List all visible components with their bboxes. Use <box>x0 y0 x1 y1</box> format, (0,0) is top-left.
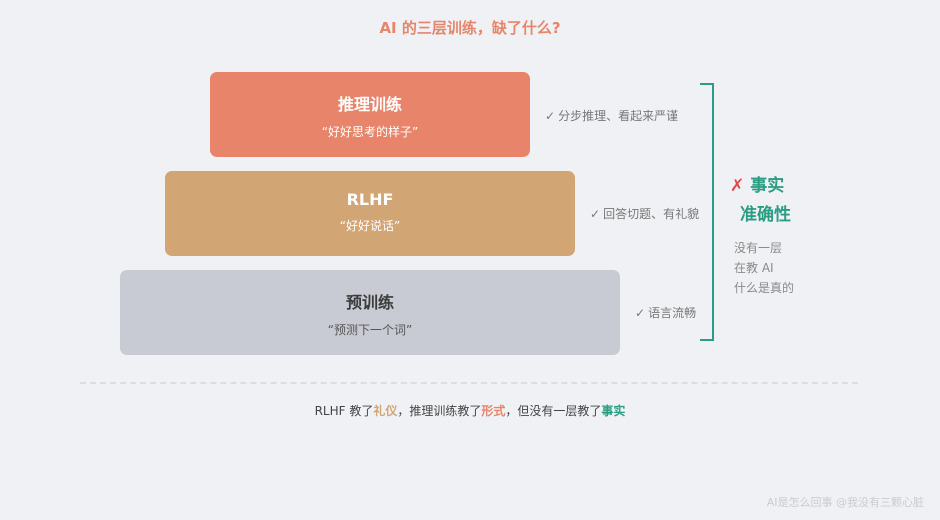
layer-rlhf-quote: “好好说话” <box>339 219 401 233</box>
layer-reasoning-note-row: ✓分步推理、看起来严谨 <box>545 107 678 124</box>
layer-rlhf-name: RLHF <box>346 190 394 209</box>
layer-rlhf: RLHF “好好说话” <box>165 171 575 256</box>
dashed-divider <box>80 382 858 384</box>
summary-highlight-facts: 事实 <box>601 404 626 418</box>
missing-note: 没有一层 在教 AI 什么是真的 <box>734 238 794 298</box>
layer-pretrain-note: 语言流畅 <box>648 306 697 320</box>
layer-pretrain-note-row: ✓语言流畅 <box>635 304 696 321</box>
summary-highlight-form: 形式 <box>481 404 506 418</box>
layer-pretrain-quote: “预测下一个词” <box>327 323 413 337</box>
summary-part: ，但没有一层教了 <box>505 404 602 418</box>
check-icon: ✓ <box>590 207 601 221</box>
layer-reasoning-name: 推理训练 <box>337 95 402 114</box>
check-icon: ✓ <box>635 306 646 320</box>
summary-text: RLHF 教了礼仪，推理训练教了形式，但没有一层教了事实 <box>0 402 940 419</box>
missing-label-line1: 事实 <box>750 176 785 196</box>
layer-pretrain: 预训练 “预测下一个词” <box>120 270 620 355</box>
layer-rlhf-note-row: ✓回答切题、有礼貌 <box>590 205 699 222</box>
layer-reasoning-note: 分步推理、看起来严谨 <box>558 109 679 123</box>
summary-part: RLHF 教了 <box>314 404 374 418</box>
missing-label: ✗事实 准确性 <box>730 172 791 230</box>
layer-reasoning-quote: “好好思考的样子” <box>321 125 419 139</box>
layers-bracket <box>700 83 714 341</box>
cross-icon: ✗ <box>730 176 745 196</box>
layer-rlhf-note: 回答切题、有礼貌 <box>603 207 700 221</box>
missing-note-line: 什么是真的 <box>734 281 795 295</box>
check-icon: ✓ <box>545 109 556 123</box>
missing-note-line: 在教 AI <box>734 261 774 275</box>
summary-highlight-manners: 礼仪 <box>373 404 398 418</box>
credit-watermark: AI是怎么回事 @我没有三颗心脏 <box>766 496 924 509</box>
layer-reasoning: 推理训练 “好好思考的样子” <box>210 72 530 157</box>
diagram-title: AI 的三层训练，缺了什么? <box>379 19 561 37</box>
missing-label-line2: 准确性 <box>740 205 791 225</box>
missing-note-line: 没有一层 <box>734 241 783 255</box>
summary-part: ，推理训练教了 <box>397 404 482 418</box>
layer-pretrain-name: 预训练 <box>345 293 394 312</box>
